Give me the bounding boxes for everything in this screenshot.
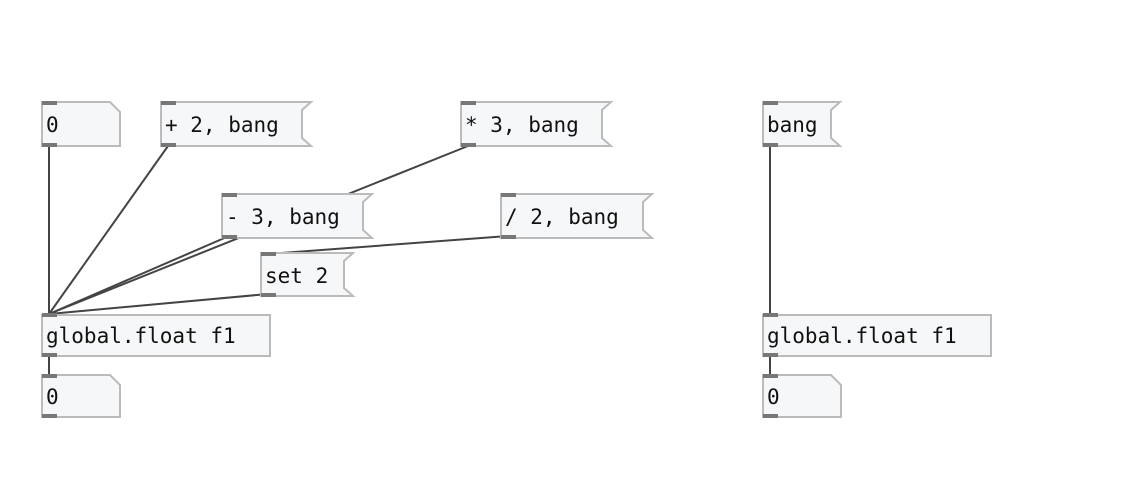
connection-set-to-global[interactable]: [48, 293, 269, 315]
message-mul-3-bang[interactable]: * 3, bang: [460, 101, 614, 147]
object-global-float-left-label: global.float f1: [46, 324, 236, 348]
message-sub-label: - 3, bang: [226, 205, 340, 229]
connection-add-to-global[interactable]: [48, 145, 169, 315]
message-bang[interactable]: bang: [762, 101, 843, 147]
number-box-output-left-value: 0: [46, 385, 59, 409]
number-box-output-right[interactable]: 0: [762, 374, 842, 418]
number-box-output-left[interactable]: 0: [41, 374, 121, 418]
message-set-label: set 2: [265, 264, 328, 288]
message-sub-3-bang[interactable]: - 3, bang: [221, 193, 375, 239]
object-global-float-left[interactable]: global.float f1: [41, 313, 271, 357]
message-div-2-bang[interactable]: / 2, bang: [500, 193, 655, 239]
number-box-input-value: 0: [46, 113, 59, 137]
message-div-label: / 2, bang: [505, 205, 619, 229]
message-add-label: + 2, bang: [165, 113, 279, 137]
message-add-2-bang[interactable]: + 2, bang: [160, 101, 314, 147]
message-mul-label: * 3, bang: [465, 113, 579, 137]
number-box-output-right-value: 0: [767, 385, 780, 409]
object-global-float-right[interactable]: global.float f1: [762, 313, 992, 357]
message-set-2[interactable]: set 2: [260, 252, 356, 297]
message-bang-label: bang: [767, 113, 818, 137]
connection-sub-to-global[interactable]: [48, 235, 230, 315]
number-box-input[interactable]: 0: [41, 101, 121, 147]
object-global-float-right-label: global.float f1: [767, 324, 957, 348]
connection-div-to-set[interactable]: [267, 235, 509, 255]
